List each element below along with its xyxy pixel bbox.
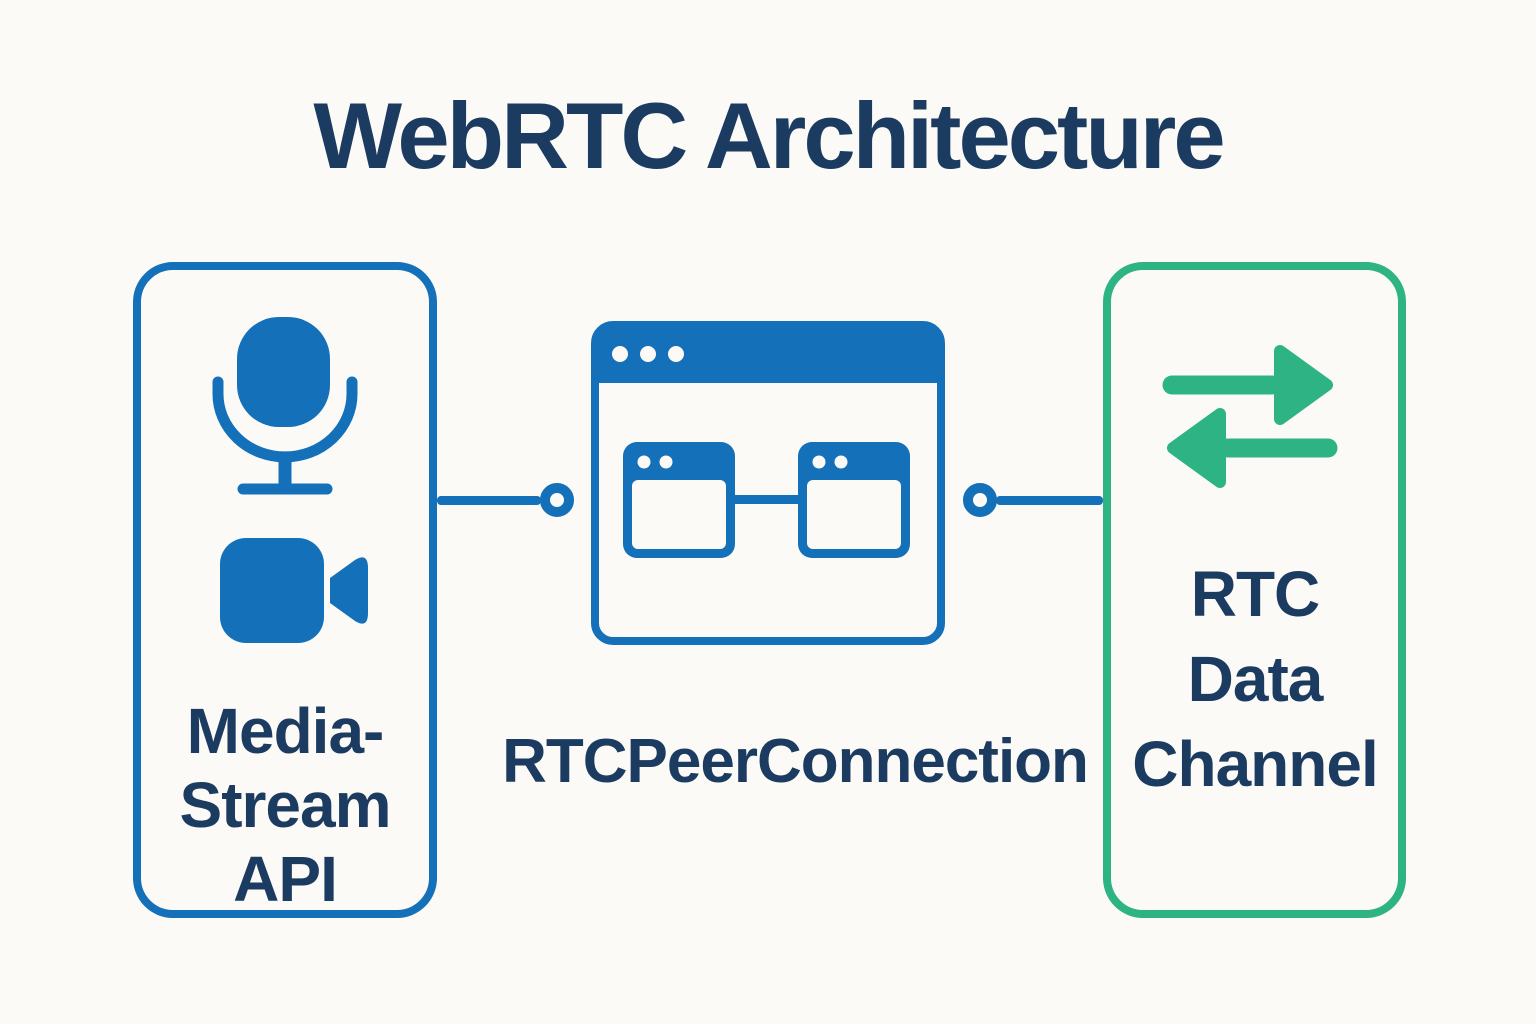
label-line: Stream [179,769,392,841]
label-line: RTC [1190,558,1321,630]
label-line: Media- [186,695,385,767]
peer-window-right [798,442,910,558]
rtc-peer-connection-label: RTCPeerConnection [502,727,1089,796]
browser-window-peers-icon [591,321,945,645]
connector-line-right [996,496,1103,505]
microphone-icon [212,317,358,495]
connector-endpoint-circle-right [963,483,997,517]
label-line: Data [1187,643,1324,715]
rtc-data-channel-label: RTC Data Channel [1100,552,1410,807]
connector-endpoint-circle-left [540,483,574,517]
media-stream-api-box [133,262,437,918]
label-line: Channel [1132,728,1378,800]
video-camera-icon [220,538,368,643]
peer-window-left [623,442,735,558]
page-title: WebRTC Architecture [313,83,1225,188]
label-line: API [233,843,338,915]
connector-line-left [437,496,541,505]
bidirectional-arrows-icon [1162,345,1338,488]
rtc-data-channel-box [1103,262,1406,918]
media-stream-api-label: Media- Stream API [133,694,437,916]
peer-link-line [735,495,798,504]
